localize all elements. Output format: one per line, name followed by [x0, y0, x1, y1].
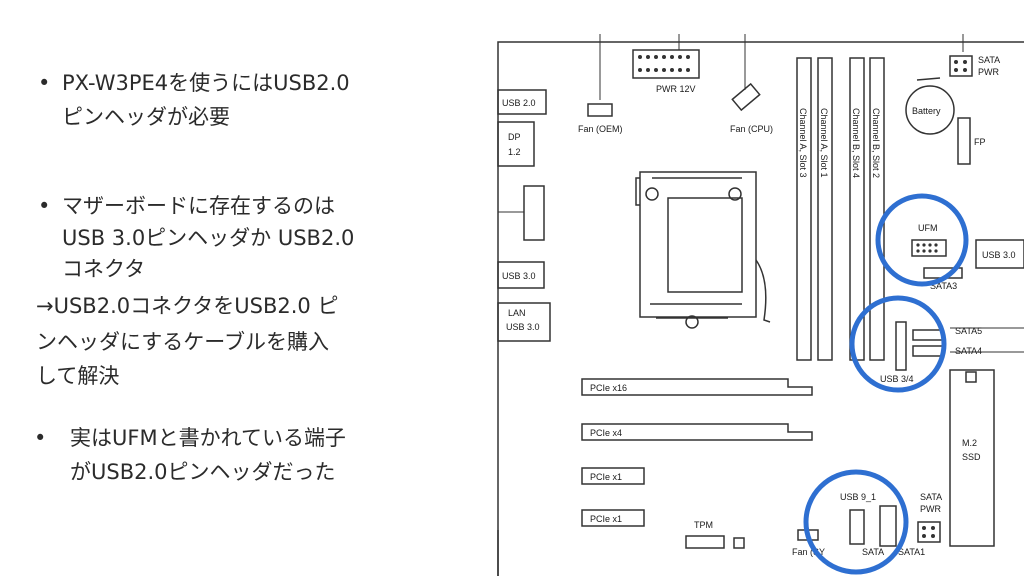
label-sata-pwr-top-2: PWR	[978, 67, 999, 77]
ufm-header	[911, 239, 947, 257]
label-fp: FP	[974, 137, 986, 147]
highlight-usb91-circle	[803, 469, 909, 575]
result-line-2: ンヘッダにするケーブルを購入	[36, 330, 329, 354]
dimm-a1	[817, 57, 833, 361]
bullet-3-line-1: 実はUFMと書かれている端子	[70, 426, 346, 450]
tpm-header	[685, 535, 725, 549]
dimm-a3	[796, 57, 812, 361]
label-tpm: TPM	[694, 520, 713, 530]
label-sata5: SATA5	[955, 326, 982, 336]
result-line-1: →USB2.0コネクタをUSB2.0 ピ	[36, 294, 339, 318]
label-pcie-x1-a: PCIe x1	[590, 472, 622, 482]
io-connector	[523, 185, 545, 241]
bullet-3-line-2: がUSB2.0ピンヘッダだった	[70, 460, 336, 484]
bullet-1-line-1: PX-W3PE4を使うにはUSB2.0	[62, 71, 350, 95]
sata4-port	[912, 345, 944, 357]
label-pwr12v: PWR 12V	[656, 84, 696, 94]
label-usb20: USB 2.0	[502, 98, 536, 108]
pcie-x16-slot	[581, 378, 813, 396]
usb20-port	[497, 89, 547, 115]
pcie-x1b-slot	[581, 509, 645, 527]
label-usb30-left: USB 3.0	[502, 271, 536, 281]
label-sata-pwr-bottom-2: PWR	[920, 504, 941, 514]
bullet-marker-1: •	[38, 71, 51, 95]
label-ufm: UFM	[918, 223, 938, 233]
label-ssd: SSD	[962, 452, 981, 462]
bullet-2-line-2: USB 3.0ピンヘッダか USB2.0	[62, 226, 355, 250]
bullet-2-line-1: マザーボードに存在するのは	[62, 194, 335, 218]
usb30-right	[975, 239, 1024, 269]
label-fan-cpu: Fan (CPU)	[730, 124, 773, 134]
label-channel-a-slot-3: Channel A, Slot 3	[798, 108, 808, 178]
dp-port	[497, 121, 535, 167]
label-m2: M.2	[962, 438, 977, 448]
label-sata-pwr-bottom: SATA	[920, 492, 942, 502]
fan-oem-header	[587, 103, 613, 117]
sata-pwr-bottom	[917, 521, 941, 543]
label-usb34: USB 3/4	[880, 374, 914, 384]
label-channel-b-slot-2: Channel B, Slot 2	[871, 108, 881, 178]
result-line-3: して解決	[36, 364, 120, 388]
pcie-x4-slot	[581, 423, 813, 441]
bullet-1-line-2: ピンヘッダが必要	[62, 105, 230, 129]
bullet-marker-3: •	[34, 426, 47, 450]
cpu-socket	[639, 171, 757, 318]
label-lan: LAN	[508, 308, 526, 318]
label-sata1: SATA1	[898, 547, 925, 557]
label-battery: Battery	[912, 106, 941, 116]
sata-pwr-top	[949, 55, 973, 77]
label-dp: DP	[508, 132, 521, 142]
lan-port	[497, 302, 551, 342]
label-sata4: SATA4	[955, 346, 982, 356]
highlight-ufm-circle	[875, 193, 969, 287]
board-outline	[497, 41, 1024, 576]
pcie-x1a-slot	[581, 467, 645, 485]
label-usb9-1: USB 9_1	[840, 492, 876, 502]
label-fan-sys: Fan (SY	[792, 547, 825, 557]
usb30-left-port	[497, 261, 545, 289]
bullet-marker-2: •	[38, 194, 51, 218]
label-fan-oem: Fan (OEM)	[578, 124, 623, 134]
label-pcie-x1-b: PCIe x1	[590, 514, 622, 524]
label-usb30-right: USB 3.0	[982, 250, 1016, 260]
label-dp-version: 1.2	[508, 147, 521, 157]
m2-slot	[949, 369, 995, 547]
label-sata2: SATA	[862, 547, 884, 557]
label-channel-a-slot-1: Channel A, Slot 1	[819, 108, 829, 178]
label-sata-pwr-top: SATA	[978, 55, 1000, 65]
bullet-2-line-3: コネクタ	[62, 257, 146, 281]
sata2-port	[879, 505, 897, 547]
usb91-port	[849, 509, 865, 545]
label-pcie-x16: PCIe x16	[590, 383, 627, 393]
label-pcie-x4: PCIe x4	[590, 428, 622, 438]
sata5-port	[912, 329, 944, 341]
label-channel-b-slot-4: Channel B, Slot 4	[851, 108, 861, 178]
battery	[905, 85, 955, 135]
usb34-header	[895, 321, 907, 371]
label-lan-usb30: USB 3.0	[506, 322, 540, 332]
pwr12v-connector	[632, 49, 700, 79]
fan-cpu-header	[731, 82, 761, 112]
fp-header	[957, 117, 971, 165]
highlight-usb34-circle	[849, 295, 947, 393]
dimm-b2	[869, 57, 885, 361]
label-sata3: SATA3	[930, 281, 957, 291]
